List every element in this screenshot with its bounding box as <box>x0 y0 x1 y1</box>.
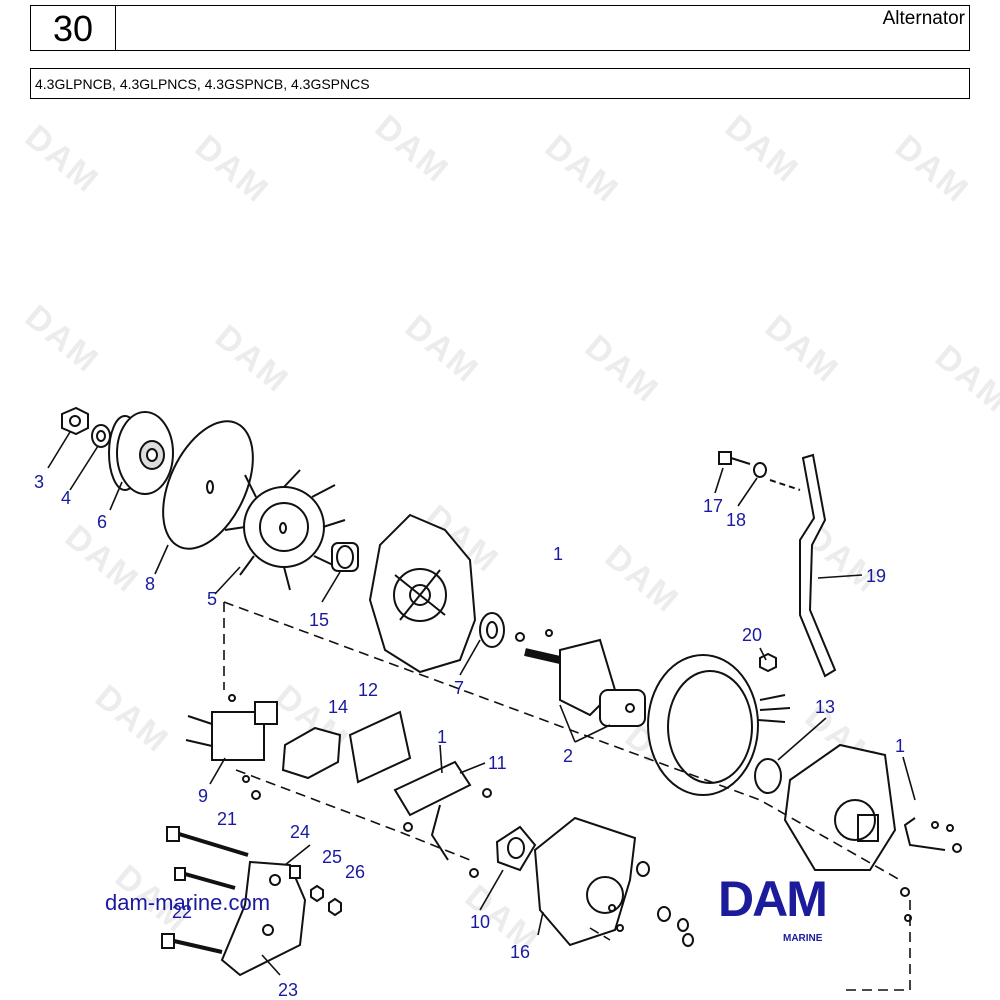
page-title: Alternator <box>882 8 965 29</box>
part-washers-right <box>636 861 694 947</box>
part-nut-small <box>759 652 777 673</box>
part-front-housing <box>368 513 477 674</box>
callout-21: 21 <box>217 809 237 829</box>
callout-26: 26 <box>345 862 365 882</box>
section-number: 30 <box>31 6 116 50</box>
callout-13: 13 <box>815 697 835 717</box>
part-spacer <box>331 542 359 572</box>
callout-6: 6 <box>97 512 107 532</box>
part-stator <box>647 654 791 796</box>
part-fan <box>224 469 346 591</box>
callout-12: 12 <box>358 680 378 700</box>
part-rotor <box>524 638 646 727</box>
header-bar: 30 Alternator <box>30 5 970 51</box>
part-long-bolts <box>161 826 249 954</box>
callout-14: 14 <box>328 697 348 717</box>
part-bolt-small <box>718 451 767 478</box>
part-plate <box>348 710 412 784</box>
part-nut <box>61 406 89 436</box>
callout-7: 7 <box>454 678 464 698</box>
callout-1: 1 <box>437 727 447 747</box>
callout-24: 24 <box>290 822 310 842</box>
brand-logo-subtitle: MARINE <box>783 933 823 944</box>
callout-1: 1 <box>553 544 563 564</box>
model-bar: 4.3GLPNCB, 4.3GLPNCS, 4.3GSPNCB, 4.3GSPN… <box>30 68 970 99</box>
part-o-ring <box>754 758 782 794</box>
callout-5: 5 <box>207 589 217 609</box>
callout-23: 23 <box>278 980 298 1000</box>
part-regulator <box>185 701 278 761</box>
callout-25: 25 <box>322 847 342 867</box>
part-rectifier <box>281 726 342 780</box>
callout-15: 15 <box>309 610 329 630</box>
brand-logo: DAM <box>718 871 828 927</box>
dashed-guides <box>223 601 911 991</box>
part-diode-trio <box>393 760 472 861</box>
part-washer <box>91 424 111 448</box>
part-small-hardware <box>289 865 342 917</box>
part-terminal <box>903 817 962 853</box>
callout-1: 1 <box>895 736 905 756</box>
part-bearing <box>479 612 505 648</box>
part-bracket <box>769 453 837 678</box>
part-cover <box>533 816 637 947</box>
callout-4: 4 <box>61 488 71 508</box>
part-rear-housing <box>783 743 897 871</box>
callout-8: 8 <box>145 574 155 594</box>
site-url: dam-marine.com <box>105 890 271 915</box>
callout-10: 10 <box>470 912 490 932</box>
part-screws <box>228 629 912 932</box>
part-disc <box>162 420 254 550</box>
part-gasket <box>495 825 537 872</box>
callout-19: 19 <box>866 566 886 586</box>
callout-22: 22 <box>172 902 192 922</box>
callout-18: 18 <box>726 510 746 530</box>
leader-lines <box>47 431 916 976</box>
callout-2: 2 <box>563 746 573 766</box>
callout-17: 17 <box>703 496 723 516</box>
callout-3: 3 <box>34 472 44 492</box>
callout-20: 20 <box>742 625 762 645</box>
part-pulley <box>108 411 174 495</box>
model-list: 4.3GLPNCB, 4.3GLPNCS, 4.3GSPNCB, 4.3GSPN… <box>35 76 370 92</box>
callout-9: 9 <box>198 786 208 806</box>
callout-16: 16 <box>510 942 530 962</box>
callout-11: 11 <box>488 753 507 773</box>
